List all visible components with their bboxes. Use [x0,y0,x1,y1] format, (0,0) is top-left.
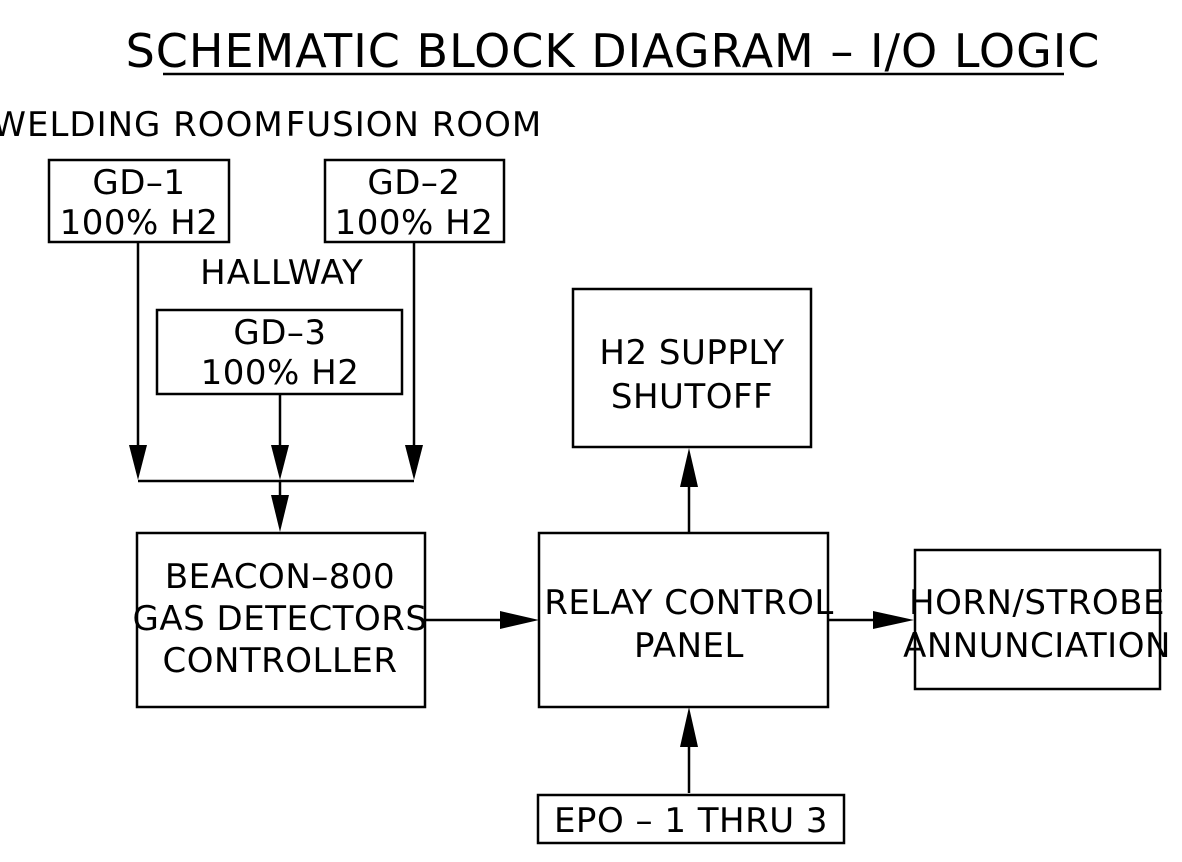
h2-shutoff-line-2: SHUTOFF [611,377,773,417]
relay-panel-line-2: PANEL [634,626,744,666]
detector-gd1-block: GD–1 100% H2 [47,158,231,244]
detector-gd2-level: 100% H2 [335,203,494,243]
horn-strobe-block: HORN/STROBE ANNUNCIATION [903,548,1171,691]
controller-line-2: GAS DETECTORS [133,599,428,639]
detector-wiring [129,242,423,532]
detector-gd2-block: GD–2 100% H2 [323,158,506,244]
room-label-fusion: FUSION ROOM [286,105,543,145]
detector-gd3-level: 100% H2 [201,353,360,393]
diagram-title: SCHEMATIC BLOCK DIAGRAM – I/O LOGIC [126,24,1101,78]
h2-shutoff-block: H2 SUPPLY SHUTOFF [571,287,813,449]
room-label-hallway: HALLWAY [200,253,364,293]
controller-block: BEACON–800 GAS DETECTORS CONTROLLER [133,531,428,709]
detector-gd1-name: GD–1 [92,163,185,203]
relay-to-horn-arrow [828,611,914,629]
detector-gd3-name: GD–3 [233,313,326,353]
epo-label: EPO – 1 THRU 3 [554,801,828,841]
epo-block: EPO – 1 THRU 3 [536,793,846,845]
horn-strobe-line-1: HORN/STROBE [909,583,1165,623]
controller-line-1: BEACON–800 [165,557,395,597]
relay-panel-line-1: RELAY CONTROL [544,583,834,623]
controller-to-relay-arrow [425,611,539,629]
detector-gd2-name: GD–2 [367,163,460,203]
relay-control-panel-block: RELAY CONTROL PANEL [537,531,834,709]
epo-to-relay-arrow [680,707,698,793]
relay-to-shutoff-arrow [680,448,698,533]
h2-shutoff-line-1: H2 SUPPLY [599,333,784,373]
room-label-welding: WELDING ROOM [0,105,284,145]
controller-line-3: CONTROLLER [162,641,397,681]
detector-gd3-block: GD–3 100% H2 [155,308,404,396]
detector-gd1-level: 100% H2 [60,203,219,243]
horn-strobe-line-2: ANNUNCIATION [903,626,1171,666]
